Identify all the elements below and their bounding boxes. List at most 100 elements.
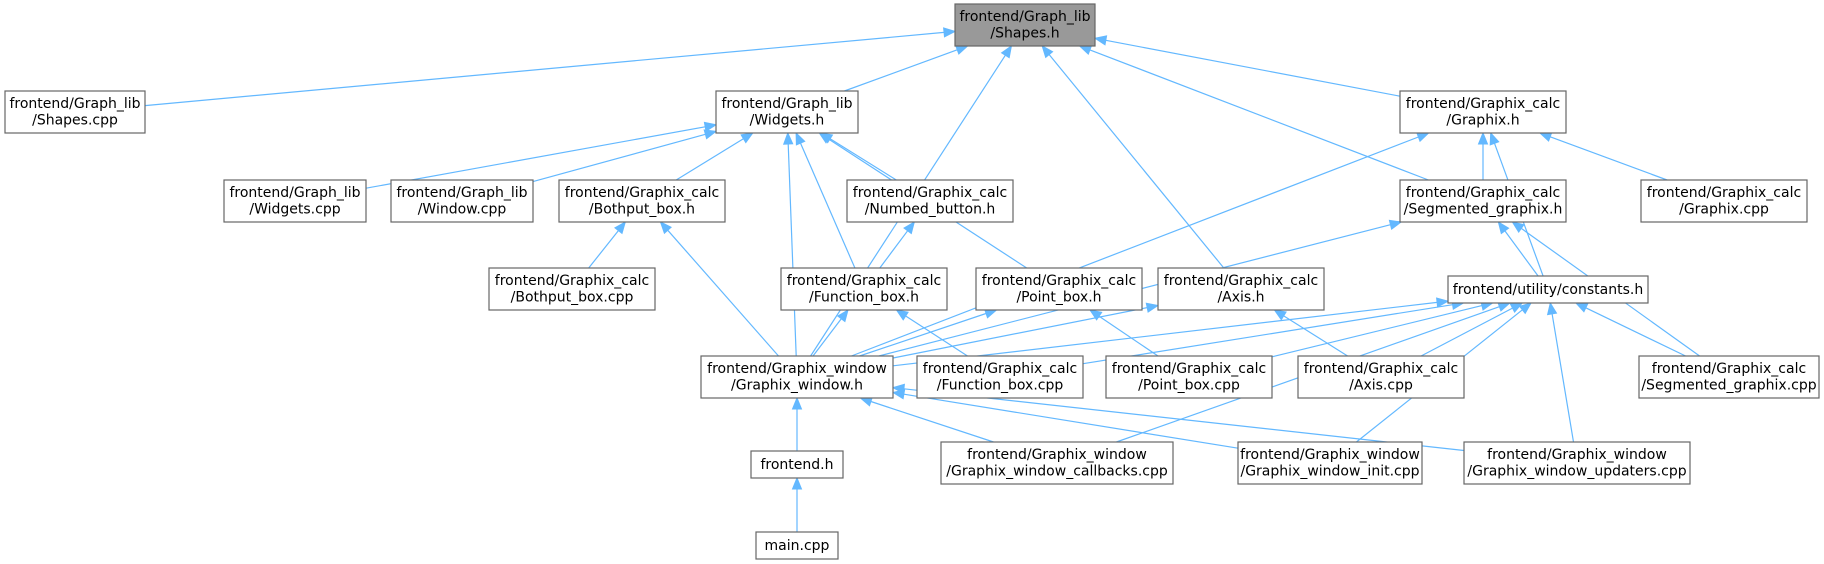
node-label: /Function_box.cpp <box>937 378 1064 394</box>
node-gwindow_h[interactable]: frontend/Graphix_window/Graphix_window.h <box>700 355 894 399</box>
node-box <box>1638 355 1820 399</box>
edge-bothput_cpp-to-bothput_h <box>588 230 619 269</box>
node-label: frontend/Graphix_calc <box>787 273 941 289</box>
node-bothput_h[interactable]: frontend/Graphix_calc/Bothput_box.h <box>558 179 726 223</box>
node-box <box>1640 179 1808 223</box>
node-box <box>916 355 1084 399</box>
node-label: frontend/Graphix_calc <box>1406 185 1560 201</box>
node-label: frontend/Graph_lib <box>9 96 140 112</box>
node-label: frontend/Graphix_calc <box>1304 361 1458 377</box>
node-label: frontend/Graphix_calc <box>923 361 1077 377</box>
node-segmented_h[interactable]: frontend/Graphix_calc/Segmented_graphix.… <box>1399 179 1567 223</box>
node-label: frontend/Graphix_calc <box>1164 273 1318 289</box>
node-label: /Bothput_box.h <box>589 202 695 218</box>
arrow-head <box>782 131 794 145</box>
edge-point_cpp-to-point_h <box>1098 315 1159 357</box>
arrow-head <box>1518 302 1533 315</box>
node-label: /Widgets.h <box>750 113 825 129</box>
node-label: frontend/Graphix_calc <box>1406 96 1560 112</box>
node-layer: frontend/Graph_lib/Shapes.h frontend/Grap… <box>4 3 1820 560</box>
node-box <box>715 90 859 134</box>
node-label: /Function_box.h <box>809 290 919 306</box>
node-box <box>1463 441 1691 485</box>
node-label: frontend/Graphix_calc <box>495 273 649 289</box>
node-graphix_cpp[interactable]: frontend/Graphix_calc/Graphix.cpp <box>1640 179 1808 223</box>
node-label: frontend.h <box>760 457 833 473</box>
node-frontend_h[interactable]: frontend.h <box>750 450 844 479</box>
node-label: /Bothput_box.cpp <box>511 290 634 306</box>
node-widgets_cpp[interactable]: frontend/Graph_lib/Widgets.cpp <box>223 179 367 223</box>
node-updaters_cpp[interactable]: frontend/Graphix_window/Graphix_window_u… <box>1463 441 1691 485</box>
arrow-head <box>1574 302 1589 313</box>
edge-updaters_cpp-to-constants_h <box>1551 313 1575 443</box>
edge-constants_h-to-segmented_h <box>1504 230 1539 277</box>
arrow-head <box>703 121 718 133</box>
node-label: frontend/Graphix_calc <box>853 185 1007 201</box>
edge-function_cpp-to-constants_h <box>1082 304 1453 365</box>
node-bothput_cpp[interactable]: frontend/Graphix_calc/Bothput_box.cpp <box>488 267 656 311</box>
node-label: /Window.cpp <box>418 202 507 218</box>
node-label: frontend/Graph_lib <box>229 185 360 201</box>
edge-numbed_h-to-widgets_h <box>829 138 897 181</box>
arrow-head <box>1546 301 1558 316</box>
node-point_cpp[interactable]: frontend/Graphix_calc/Point_box.cpp <box>1105 355 1273 399</box>
arrow-head <box>614 220 627 235</box>
arrow-head <box>740 132 754 144</box>
edge-gwindow_h-to-bothput_h <box>667 229 779 357</box>
arrow-head <box>659 221 672 235</box>
node-label: frontend/Graphix_window <box>967 447 1147 463</box>
node-axis_cpp[interactable]: frontend/Graphix_calc/Axis.cpp <box>1297 355 1465 399</box>
edge-gwindow_h-to-widgets_h <box>787 143 797 357</box>
node-constants_h[interactable]: frontend/utility/constants.h <box>1447 275 1649 304</box>
node-box <box>4 90 146 134</box>
arrow-head <box>703 129 718 140</box>
node-shapes_h[interactable]: frontend/Graph_lib/Shapes.h <box>954 3 1096 47</box>
node-box <box>700 355 894 399</box>
edge-shapes_cpp-to-shapes_h <box>144 31 945 107</box>
arrow-head <box>1416 132 1430 143</box>
node-label: /Numbed_button.h <box>865 202 996 218</box>
node-box <box>750 450 844 479</box>
node-widgets_h[interactable]: frontend/Graph_lib/Widgets.h <box>715 90 859 134</box>
node-point_h[interactable]: frontend/Graphix_calc/Point_box.h <box>975 267 1143 311</box>
node-label: frontend/Graph_lib <box>396 185 527 201</box>
node-label: /Graphix.cpp <box>1679 202 1769 218</box>
node-label: frontend/Graphix_calc <box>982 273 1136 289</box>
arrow-head <box>1388 219 1403 230</box>
node-callbacks_cpp[interactable]: frontend/Graphix_window/Graphix_window_c… <box>940 441 1174 485</box>
node-function_cpp[interactable]: frontend/Graphix_calc/Function_box.cpp <box>916 355 1084 399</box>
node-label: /Widgets.cpp <box>249 202 340 218</box>
node-label: /Segmented_graphix.cpp <box>1641 378 1816 394</box>
node-window_cpp[interactable]: frontend/Graph_lib/Window.cpp <box>390 179 534 223</box>
node-function_h[interactable]: frontend/Graphix_calc/Function_box.h <box>780 267 948 311</box>
arrow-head <box>954 45 969 55</box>
node-shapes_cpp[interactable]: frontend/Graph_lib/Shapes.cpp <box>4 90 146 134</box>
arrow-head <box>836 308 849 323</box>
arrow-head <box>795 131 806 146</box>
node-box <box>1157 267 1325 311</box>
arrow-head <box>1145 302 1160 313</box>
node-numbed_h[interactable]: frontend/Graphix_calc/Numbed_button.h <box>846 179 1014 223</box>
edge-axis_cpp-to-axis_h <box>1283 315 1348 357</box>
node-init_cpp[interactable]: frontend/Graphix_window/Graphix_window_i… <box>1237 441 1423 485</box>
node-label: frontend/Graphix_calc <box>565 185 719 201</box>
node-label: /Graphix_window_updaters.cpp <box>1467 464 1686 480</box>
edge-segmented_h-to-shapes_h <box>1089 49 1429 181</box>
edge-function_h-to-numbed_h <box>879 230 909 269</box>
arrow-head <box>1041 44 1054 59</box>
edge-function_cpp-to-function_h <box>905 315 968 357</box>
node-box <box>755 531 839 560</box>
node-label: frontend/Graphix_window <box>707 361 887 377</box>
arrow-head <box>1497 220 1510 235</box>
node-box <box>223 179 367 223</box>
node-axis_h[interactable]: frontend/Graphix_calc/Axis.h <box>1157 267 1325 311</box>
node-label: /Graphix.h <box>1446 113 1519 129</box>
arrow-head <box>1273 309 1287 321</box>
node-label: /Point_box.cpp <box>1138 378 1240 394</box>
node-graphix_h[interactable]: frontend/Graphix_calc/Graphix.h <box>1399 90 1567 134</box>
node-main_cpp[interactable]: main.cpp <box>755 531 839 560</box>
arrow-head <box>1078 45 1093 55</box>
node-segmented_cpp[interactable]: frontend/Graphix_calc/Segmented_graphix.… <box>1638 355 1820 399</box>
node-box <box>1399 179 1567 223</box>
